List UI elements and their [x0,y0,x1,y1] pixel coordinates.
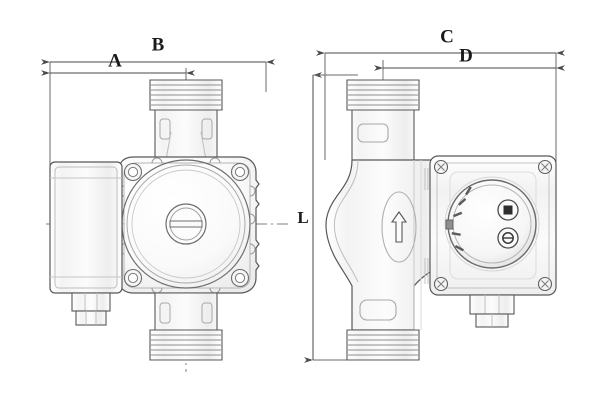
dim-label-D: D [459,45,473,66]
threaded-union-bottom-front [149,292,223,361]
relief-right-bottom-front [201,302,213,324]
control-panel-inner-frame [436,162,550,289]
flow-arrow-glyph [390,211,408,243]
thread-lines-top-side [348,84,418,106]
cable-gland-side [469,294,515,328]
motor-face-ring-front [131,169,241,279]
corner-bolt-bosses-front [123,162,250,288]
shaft-slot [169,220,203,228]
threaded-union-bottom-side [346,329,420,361]
terminal-box-front [49,161,123,326]
mode-button[interactable] [497,227,519,249]
relief-oval-top-side [357,123,389,143]
dim-label-A: A [108,50,122,71]
dial-pointer [445,219,454,230]
control-panel [424,155,557,296]
body-inner-left-side [333,159,359,283]
panel-screw-bottom-right[interactable] [537,276,553,292]
dial-face [447,179,537,269]
dim-label-L: L [297,208,308,227]
motor-face-inner-front [126,164,246,284]
rib-left-top-front [165,131,172,161]
front-view [46,79,292,372]
gland-neck-side [469,294,515,315]
dim-label-C: C [440,26,454,47]
bolt-boss-bottom-left [123,268,143,288]
thread-lines-bottom-front [151,334,221,356]
gland-neck-front [71,292,111,312]
relief-oval-bottom-side [359,299,397,321]
relief-left-bottom-front [159,302,171,324]
rotary-selector-dial[interactable] [444,176,540,272]
thread-lines-top-front [151,84,221,106]
terminal-box-inner-front [54,166,118,289]
panel-screw-bottom-left[interactable] [433,276,449,292]
threaded-union-top-front [149,79,223,161]
dial-tick-marks [451,186,472,252]
relief-left-top-front [159,118,171,140]
indicator-button[interactable] [497,199,519,221]
indicator-button-glyph [503,205,513,215]
panel-corner-screws [433,159,553,292]
union-body-top-side [346,79,420,161]
flow-direction-arrow [381,191,417,263]
panel-left-ribs [424,168,429,284]
bolt-boss-top-left [123,162,143,182]
pump-body-side [325,159,447,331]
terminal-box-body-front [49,161,123,294]
dimension-group-front: B A [41,34,275,172]
mode-button-glyph [502,232,514,244]
flow-arrow-oval [381,191,417,263]
panel-screw-top-left[interactable] [433,159,449,175]
pump-housing-front [117,156,260,294]
bolt-boss-top-right [230,162,250,182]
rib-right-top-front [200,131,207,161]
dim-label-B: B [152,34,165,55]
thread-lines-bottom-side [348,334,418,356]
panel-screw-top-right[interactable] [537,159,553,175]
motor-shaft-center [165,203,207,245]
relief-right-top-front [201,118,213,140]
cable-gland-front [71,292,111,326]
threaded-union-top-side [346,79,420,161]
bolt-boss-bottom-right [230,268,250,288]
dial-ring-outer [444,176,540,272]
gland-nut-front [75,310,107,326]
side-view [325,70,557,361]
